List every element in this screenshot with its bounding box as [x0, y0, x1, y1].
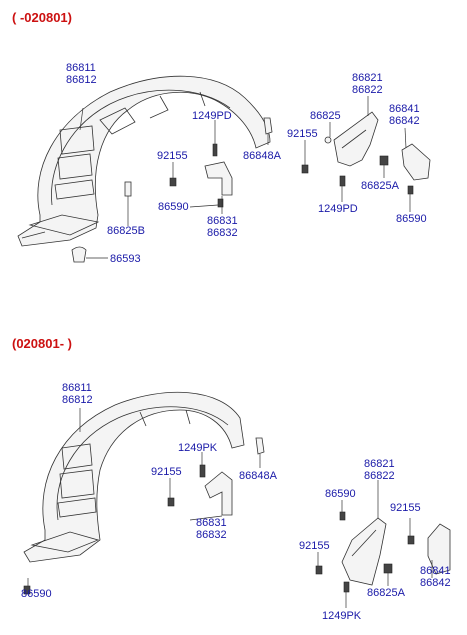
- label-1249pd-1[interactable]: 1249PD: [192, 110, 232, 122]
- section2-title: (020801- ): [12, 336, 72, 351]
- section2-drawing: [23, 391, 451, 608]
- label-86590-1[interactable]: 86590: [158, 201, 189, 213]
- section1-drawing: [17, 75, 431, 263]
- bolt-92155-1: [169, 177, 177, 187]
- washer-86590-1: [217, 198, 224, 208]
- rear-liner-2: [341, 517, 387, 586]
- label-86593-1[interactable]: 86593: [110, 253, 141, 265]
- washer-86590-c2: [339, 511, 346, 521]
- washer-86590-b1: [407, 185, 414, 195]
- label-1249pk-b2[interactable]: 1249PK: [322, 610, 362, 622]
- bolt-1249pk-b2: [343, 581, 350, 593]
- section1-title: ( -020801): [12, 10, 72, 25]
- bolt-92155-d2: [407, 535, 415, 545]
- flap-86841-2: [427, 523, 451, 575]
- fender-liner-2: [23, 391, 245, 563]
- label-1249pd-b1[interactable]: 1249PD: [318, 203, 358, 215]
- bolt-92155-2: [167, 497, 175, 507]
- label-86590-c2[interactable]: 86590: [325, 488, 356, 500]
- bolt-1249pd-1: [212, 143, 218, 157]
- clip-86848a-1: [263, 117, 273, 135]
- clip-86825a-1: [379, 155, 389, 166]
- label-86590-2[interactable]: 86590: [21, 588, 52, 600]
- label-86825-1[interactable]: 86825: [310, 110, 341, 122]
- bolt-92155-b2: [315, 565, 323, 575]
- grommet-86593: [71, 246, 87, 263]
- bracket-86831-2: [204, 471, 233, 516]
- screw-86825-1: [324, 136, 332, 144]
- label-86825b-1[interactable]: 86825B: [107, 225, 145, 237]
- label-86848a-2[interactable]: 86848A: [239, 470, 277, 482]
- label-92155-d2[interactable]: 92155: [390, 502, 421, 514]
- rear-liner-1: [333, 111, 379, 167]
- clip-86825a-2: [383, 563, 393, 574]
- label-92155-2[interactable]: 92155: [151, 466, 182, 478]
- label-92155-1[interactable]: 92155: [157, 150, 188, 162]
- label-86825a-1[interactable]: 86825A: [361, 180, 399, 192]
- label-1249pk-2[interactable]: 1249PK: [178, 442, 218, 454]
- clip-86848a-2: [255, 437, 265, 455]
- bolt-1249pd-b1: [339, 175, 346, 187]
- bolt-1249pk-2: [199, 464, 206, 478]
- flap-86841-1: [401, 143, 431, 181]
- fender-liner-1: [17, 75, 271, 247]
- label-92155-b1[interactable]: 92155: [287, 128, 318, 140]
- bracket-86831-1: [204, 161, 233, 196]
- clip-86825b-1: [124, 181, 132, 197]
- label-86848a-1[interactable]: 86848A: [243, 150, 281, 162]
- bolt-92155-b1: [301, 164, 309, 174]
- label-86825a-2[interactable]: 86825A: [367, 587, 405, 599]
- label-86590-b1[interactable]: 86590: [396, 213, 427, 225]
- washer-86590-2: [23, 585, 31, 595]
- label-92155-b2[interactable]: 92155: [299, 540, 330, 552]
